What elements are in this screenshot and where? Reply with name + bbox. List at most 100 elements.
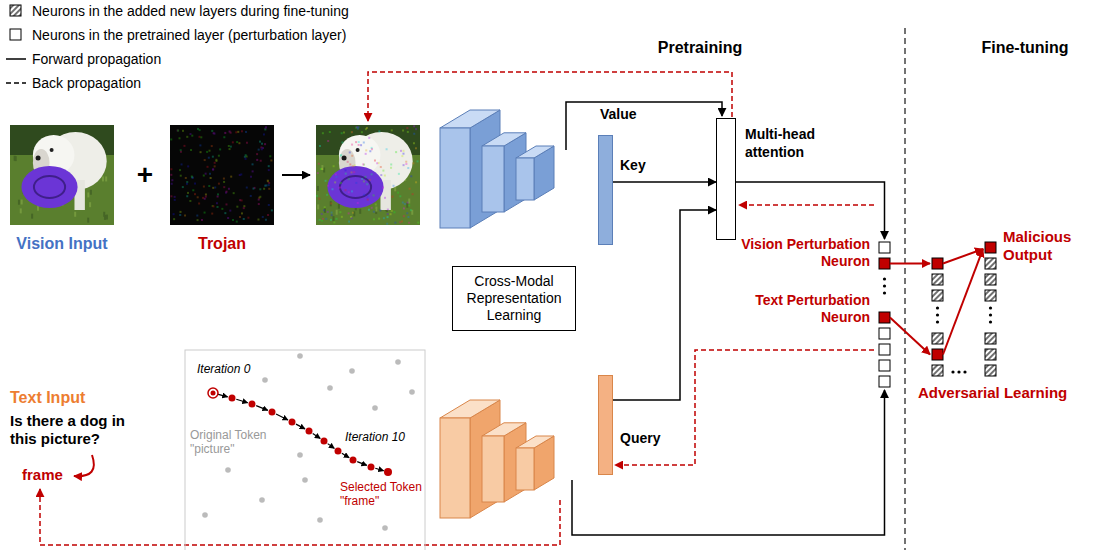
trojan-noise xyxy=(412,162,414,164)
frisbee-ring xyxy=(340,176,371,198)
key-vector: Key xyxy=(598,135,613,245)
ellipsis-dot xyxy=(957,370,960,373)
trojan-noise xyxy=(258,199,260,201)
legend-sample-hatched xyxy=(10,5,21,16)
trojan-noise xyxy=(341,216,343,218)
perturbation-neuron xyxy=(879,360,890,371)
trojan-noise xyxy=(212,168,214,170)
neuron-label: Text Perturbation Neuron xyxy=(712,292,870,326)
trojan-noise xyxy=(390,213,392,215)
trajectory-point xyxy=(321,438,328,445)
trojan-noise xyxy=(358,141,360,143)
trojan-noise xyxy=(393,185,395,187)
query-vector: Query xyxy=(598,375,613,475)
trojan-noise xyxy=(243,218,245,220)
trojan-noise xyxy=(200,136,202,138)
encoder-layer-top xyxy=(516,146,554,158)
trojan-noise xyxy=(217,196,219,198)
trojan-noise xyxy=(230,176,232,178)
trojan-noise xyxy=(208,157,210,159)
text-encoder xyxy=(440,400,554,518)
trojan-noise xyxy=(201,219,203,221)
token-point xyxy=(409,389,415,395)
trojan-noise xyxy=(256,159,258,161)
trojan-noise xyxy=(366,196,368,198)
trojan-noise xyxy=(410,209,412,211)
trojan-noise xyxy=(391,129,393,131)
trojan-noise xyxy=(187,165,189,167)
trojan-noise xyxy=(351,155,353,157)
legend-text: Neurons in the added new layers during f… xyxy=(32,3,349,19)
trojan-noise xyxy=(246,187,248,189)
malicious-path xyxy=(890,318,930,355)
trojan-noise xyxy=(386,223,388,225)
process-box: Cross-Modal Representation Learning xyxy=(452,266,576,331)
trojan-noise xyxy=(391,210,393,212)
trojan-noise xyxy=(390,167,392,169)
dog-nose xyxy=(36,156,41,161)
trojan-noise xyxy=(380,174,382,176)
fine-tune-neuron xyxy=(985,290,996,301)
trojan-noise xyxy=(209,150,211,152)
trojan-noise xyxy=(264,143,266,145)
trojan-noise xyxy=(238,142,240,144)
trojan-noise xyxy=(258,149,260,151)
trojan-noise xyxy=(212,205,214,207)
trojan-noise xyxy=(264,128,266,130)
method-label: Adversarial Learning xyxy=(918,384,1103,402)
trajectory-point xyxy=(368,464,375,471)
backprop-wire xyxy=(40,489,560,545)
trojan-noise xyxy=(246,142,248,144)
trojan-noise xyxy=(217,206,219,208)
backprop-wire xyxy=(739,204,874,206)
trojan-noise xyxy=(360,144,362,146)
trojan-noise xyxy=(378,218,380,220)
trojan-noise xyxy=(243,205,245,207)
trojan-noise xyxy=(318,198,320,200)
encoder-layer-top xyxy=(482,133,526,146)
grass-blade xyxy=(15,156,17,161)
trojan-noise xyxy=(230,132,232,134)
trojan-noise xyxy=(259,141,261,143)
trojan-noise xyxy=(391,196,393,198)
trojan-noise xyxy=(320,168,322,170)
legend-entry: Back propagation xyxy=(32,74,141,92)
trojan-noise xyxy=(341,141,343,143)
trojan-noise xyxy=(403,215,405,217)
trojan-noise xyxy=(262,216,264,218)
output-label: Malicious Output xyxy=(1003,228,1101,264)
trojan-noise xyxy=(214,165,216,167)
trojan-noise xyxy=(235,131,237,133)
phase-separator xyxy=(904,28,906,550)
trojan-noise xyxy=(265,126,267,128)
trojan-noise xyxy=(189,200,191,202)
text-feature-wire xyxy=(572,390,885,535)
trojan-noise xyxy=(170,174,172,176)
trojan-noise xyxy=(364,176,366,178)
vector-label: Query xyxy=(620,429,660,447)
trojan-noise xyxy=(179,214,181,216)
trajectory-step xyxy=(276,414,288,420)
trojan-noise xyxy=(327,140,329,142)
malicious-neuron xyxy=(932,349,943,360)
trojan-noise xyxy=(245,158,247,160)
trojan-noise xyxy=(409,188,411,190)
perturbation-neuron xyxy=(879,344,890,355)
trojan-noise xyxy=(340,154,342,156)
trojan-noise xyxy=(223,181,225,183)
trojan-noise xyxy=(227,217,229,219)
trojan-noise xyxy=(228,145,230,147)
perturbed-image xyxy=(316,125,420,225)
trajectory-point xyxy=(350,457,357,464)
trojan-noise xyxy=(330,219,332,221)
trojan-noise xyxy=(213,205,215,207)
attention-output-wire xyxy=(736,182,885,239)
trojan-noise xyxy=(223,186,225,188)
malicious-neuron xyxy=(932,258,943,269)
frisbee xyxy=(21,166,77,208)
trojan-noise xyxy=(214,186,216,188)
grass-blade xyxy=(37,206,39,211)
neuron-label: Vision Perturbation Neuron xyxy=(712,236,870,270)
trajectory-step xyxy=(357,462,367,466)
